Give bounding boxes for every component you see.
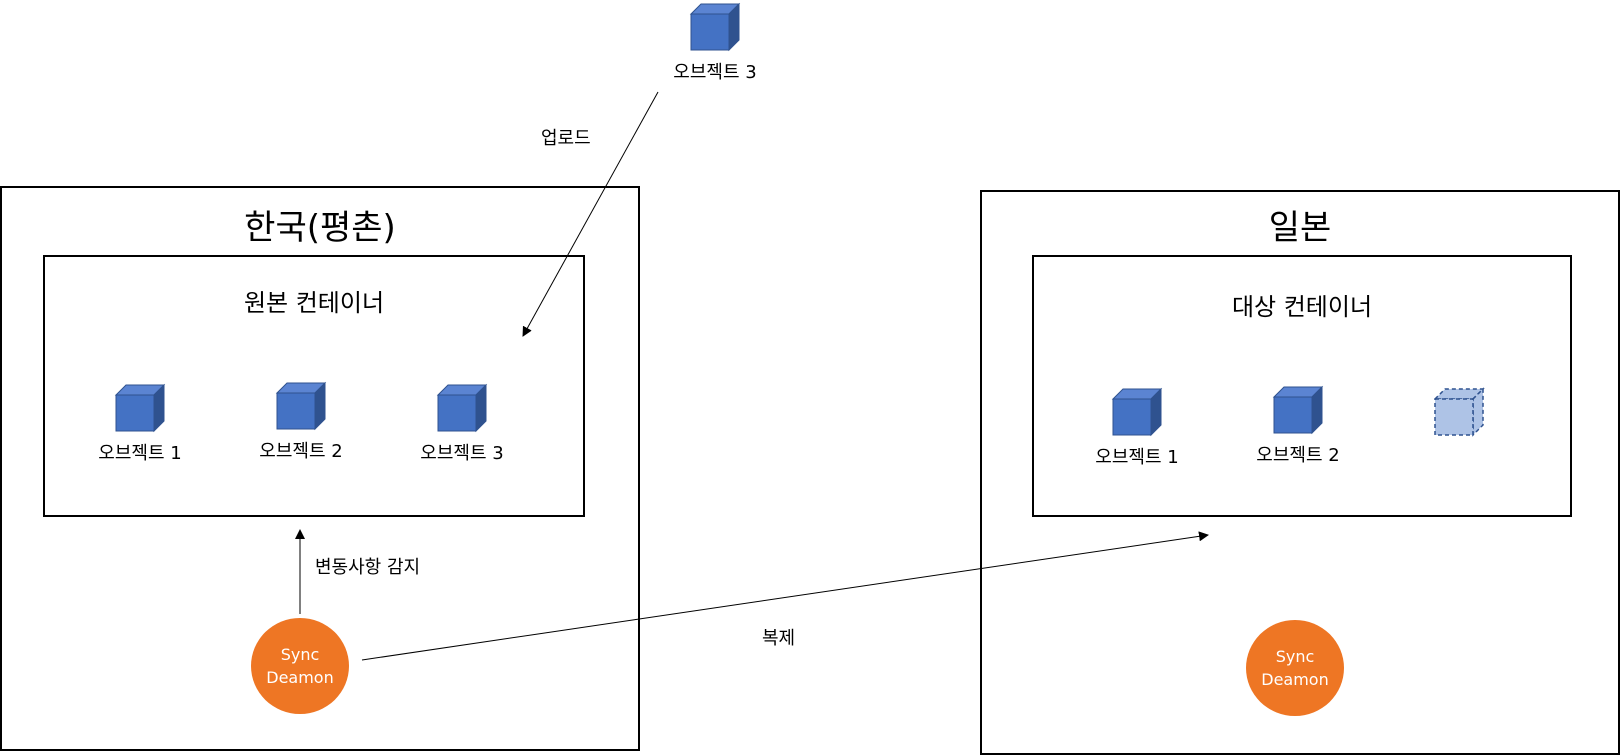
- cube-icon: [1111, 387, 1163, 437]
- sync-daemon-japan: Sync Deamon: [1246, 620, 1344, 716]
- target-container: 대상 컨테이너 오브젝트 1 오브젝트 2: [1032, 255, 1572, 517]
- source-container-title: 원본 컨테이너: [243, 289, 385, 317]
- cube-icon: [275, 381, 327, 431]
- replicate-label: 복제: [762, 628, 796, 649]
- sync-daemon-korea-line2: Deamon: [266, 668, 334, 687]
- target-pending-object: [1404, 387, 1514, 437]
- source-object-1-label: 오브젝트 1: [98, 443, 182, 464]
- region-japan-title: 일본: [1268, 208, 1332, 248]
- target-object-1: 오브젝트 1: [1082, 387, 1192, 469]
- source-object-2-label: 오브젝트 2: [259, 441, 343, 462]
- cube-icon: [436, 383, 488, 433]
- sync-daemon-japan-line1: Sync: [1275, 647, 1315, 666]
- region-korea-title: 한국(평촌): [244, 208, 396, 248]
- source-object-3-label: 오브젝트 3: [420, 443, 504, 464]
- source-object-3: 오브젝트 3: [407, 383, 517, 465]
- cube-icon: [1272, 385, 1324, 435]
- cube-icon: [114, 383, 166, 433]
- detect-label: 변동사항 감지: [315, 557, 421, 578]
- target-container-title: 대상 컨테이너: [1231, 293, 1373, 321]
- upload-object: 오브젝트 3: [660, 2, 770, 84]
- sync-daemon-korea-line1: Sync: [280, 645, 320, 664]
- cube-icon: [689, 2, 741, 52]
- upload-label: 업로드: [541, 128, 591, 149]
- sync-daemon-korea: Sync Deamon: [251, 618, 349, 714]
- target-object-2-label: 오브젝트 2: [1256, 445, 1340, 466]
- upload-object-label: 오브젝트 3: [673, 62, 757, 83]
- target-object-2: 오브젝트 2: [1243, 385, 1353, 467]
- dashed-cube-icon: [1433, 387, 1485, 437]
- target-object-1-label: 오브젝트 1: [1095, 447, 1179, 468]
- sync-daemon-japan-line2: Deamon: [1261, 670, 1329, 689]
- region-korea: 한국(평촌) 원본 컨테이너 오브젝트 1 오브젝트 2: [0, 186, 640, 751]
- source-container: 원본 컨테이너 오브젝트 1 오브젝트 2 오브젝트 3: [43, 255, 585, 517]
- region-japan: 일본 대상 컨테이너 오브젝트 1 오브젝트 2: [980, 190, 1620, 755]
- source-object-1: 오브젝트 1: [85, 383, 195, 465]
- source-object-2: 오브젝트 2: [246, 381, 356, 463]
